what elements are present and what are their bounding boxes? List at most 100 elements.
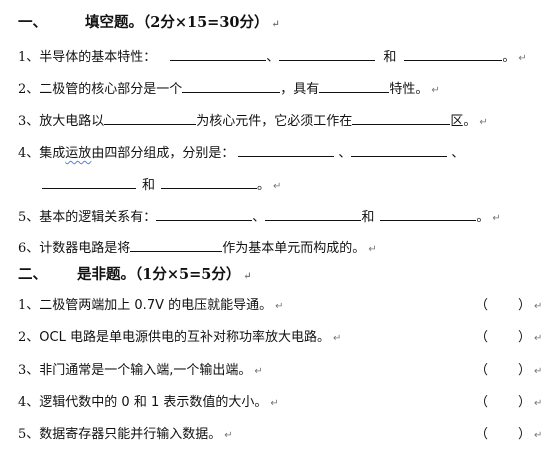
question-text: 二极管两端加上 0.7V 的电压就能导通。 — [39, 298, 273, 313]
answer-parentheses[interactable]: （ ）↵ — [475, 394, 542, 413]
paren-close: ） — [518, 298, 532, 313]
paren-open: （ — [475, 330, 489, 345]
question-text-misspelled: 运放 — [65, 146, 92, 161]
question-text: 作为基本单元而构成的。 — [222, 241, 366, 256]
question-fill-6: 6、计数器电路是将 作为基本单元而构成的。↵ — [18, 238, 377, 259]
question-tf-1: 1、二极管两端加上 0.7V 的电压就能导通。↵ — [18, 297, 284, 316]
paren-open: （ — [475, 427, 489, 442]
answer-blank[interactable] — [130, 238, 223, 252]
paren-close: ） — [518, 395, 532, 410]
question-text: 非门通常是一个输入端,一个输出端。 — [39, 363, 252, 378]
question-text: 和 — [361, 210, 375, 225]
paren-open: （ — [475, 395, 489, 410]
paren-close: ） — [518, 330, 532, 345]
question-text: 特性。 — [389, 82, 429, 97]
question-text: 。 — [502, 50, 516, 65]
paragraph-mark-icon: ↵ — [479, 117, 488, 128]
question-number: 5、 — [18, 427, 40, 442]
paragraph-mark-icon: ↵ — [273, 181, 282, 192]
question-text: 、 — [451, 146, 465, 161]
paragraph-mark-icon: ↵ — [368, 244, 377, 255]
paragraph-mark-icon: ↵ — [534, 430, 543, 441]
paren-close: ） — [518, 427, 532, 442]
question-text: 数据寄存器只能并行输入数据。 — [39, 427, 222, 442]
question-text: 、 — [338, 146, 352, 161]
question-text: 集成 — [39, 146, 66, 161]
paragraph-mark-icon: ↵ — [518, 53, 527, 64]
answer-blank[interactable] — [170, 47, 267, 61]
question-fill-2: 2、二极管的核心部分是一个，具有特性。↵ — [18, 79, 440, 100]
question-text: 计数器电路是将 — [39, 241, 131, 256]
question-number: 2、 — [18, 82, 40, 97]
paragraph-mark-icon: ↵ — [271, 19, 280, 30]
question-tf-3: 3、非门通常是一个输入端,一个输出端。↵ — [18, 362, 263, 381]
question-number: 1、 — [18, 298, 40, 313]
question-text: 。 — [476, 210, 490, 225]
section-score: （2分×15=30分） — [143, 14, 269, 31]
answer-blank[interactable] — [238, 143, 335, 157]
question-tf-2: 2、OCL 电路是单电源供电的互补对称功率放大电路。↵ — [18, 329, 341, 348]
paragraph-mark-icon: ↵ — [254, 366, 263, 377]
answer-blank[interactable] — [265, 207, 362, 221]
question-text: 、 — [266, 50, 280, 65]
question-fill-1: 1、半导体的基本特性： 、 和 。↵ — [18, 47, 527, 68]
question-text: ，具有 — [280, 82, 320, 97]
answer-blank[interactable] — [404, 47, 503, 61]
question-fill-3: 3、放大电路以为核心元件，它必须工作在区。↵ — [18, 111, 488, 132]
answer-blank[interactable] — [104, 111, 197, 125]
answer-blank[interactable] — [42, 175, 136, 189]
question-number: 4、 — [18, 146, 40, 161]
section-heading-true-false: 二、是非题。（1分×5=5分）↵ — [18, 266, 252, 286]
question-number: 1、 — [18, 50, 40, 65]
question-text: 为核心元件，它必须工作在 — [196, 114, 353, 129]
question-tf-5: 5、数据寄存器只能并行输入数据。↵ — [18, 426, 233, 445]
section-number: 一、 — [18, 14, 47, 31]
question-number: 3、 — [18, 363, 40, 378]
answer-blank[interactable] — [351, 143, 448, 157]
answer-parentheses[interactable]: （）↵ — [475, 329, 542, 348]
answer-parentheses[interactable]: （ ）↵ — [475, 297, 542, 316]
question-text: 。 — [257, 178, 271, 193]
paragraph-mark-icon: ↵ — [534, 301, 543, 312]
question-fill-5: 5、基本的逻辑关系有： 、 和 。↵ — [18, 207, 501, 228]
answer-blank[interactable] — [161, 175, 258, 189]
paren-open: （ — [475, 363, 489, 378]
answer-blank[interactable] — [352, 111, 451, 125]
question-number: 4、 — [18, 395, 40, 410]
answer-parentheses[interactable]: （）↵ — [475, 362, 542, 381]
question-text: 半导体的基本特性： — [39, 50, 157, 65]
paragraph-mark-icon: ↵ — [332, 333, 342, 344]
question-number: 5、 — [18, 210, 40, 225]
answer-blank[interactable] — [380, 207, 477, 221]
paragraph-mark-icon: ↵ — [224, 430, 233, 441]
question-number: 3、 — [18, 114, 40, 129]
question-number: 2、 — [18, 330, 40, 345]
question-text: 放大电路以 — [39, 114, 105, 129]
question-tf-4: 4、逻辑代数中的 0 和 1 表示数值的大小。↵ — [18, 394, 279, 413]
section-title: 填空题。 — [85, 14, 143, 31]
answer-blank[interactable] — [156, 207, 253, 221]
paragraph-mark-icon: ↵ — [534, 398, 543, 409]
answer-blank[interactable] — [319, 79, 390, 93]
paren-open: （ — [475, 298, 489, 313]
question-text: 逻辑代数中的 0 和 1 表示数值的大小。 — [39, 395, 268, 410]
question-text: 基本的逻辑关系有： — [39, 210, 157, 225]
paragraph-mark-icon: ↵ — [492, 213, 501, 224]
paragraph-mark-icon: ↵ — [243, 271, 252, 282]
question-text: 和 — [142, 178, 156, 193]
answer-parentheses[interactable]: （ ）↵ — [475, 426, 542, 445]
question-text: 由四部分组成，分别是： — [91, 146, 235, 161]
question-number: 6、 — [18, 241, 40, 256]
question-fill-4: 4、集成运放由四部分组成，分别是： 、 、 — [18, 143, 464, 163]
section-number: 二、 — [18, 266, 47, 283]
question-text: 和 — [383, 50, 397, 65]
paragraph-mark-icon: ↵ — [275, 301, 284, 312]
answer-blank[interactable] — [182, 79, 281, 93]
question-text: 二极管的核心部分是一个 — [39, 82, 183, 97]
question-text: 、 — [252, 210, 266, 225]
section-title: 是非题。 — [77, 266, 135, 283]
answer-blank[interactable] — [279, 47, 376, 61]
question-fill-4-continued: 和 。↵ — [42, 175, 281, 196]
question-text: OCL 电路是单电源供电的互补对称功率放大电路。 — [39, 330, 330, 345]
